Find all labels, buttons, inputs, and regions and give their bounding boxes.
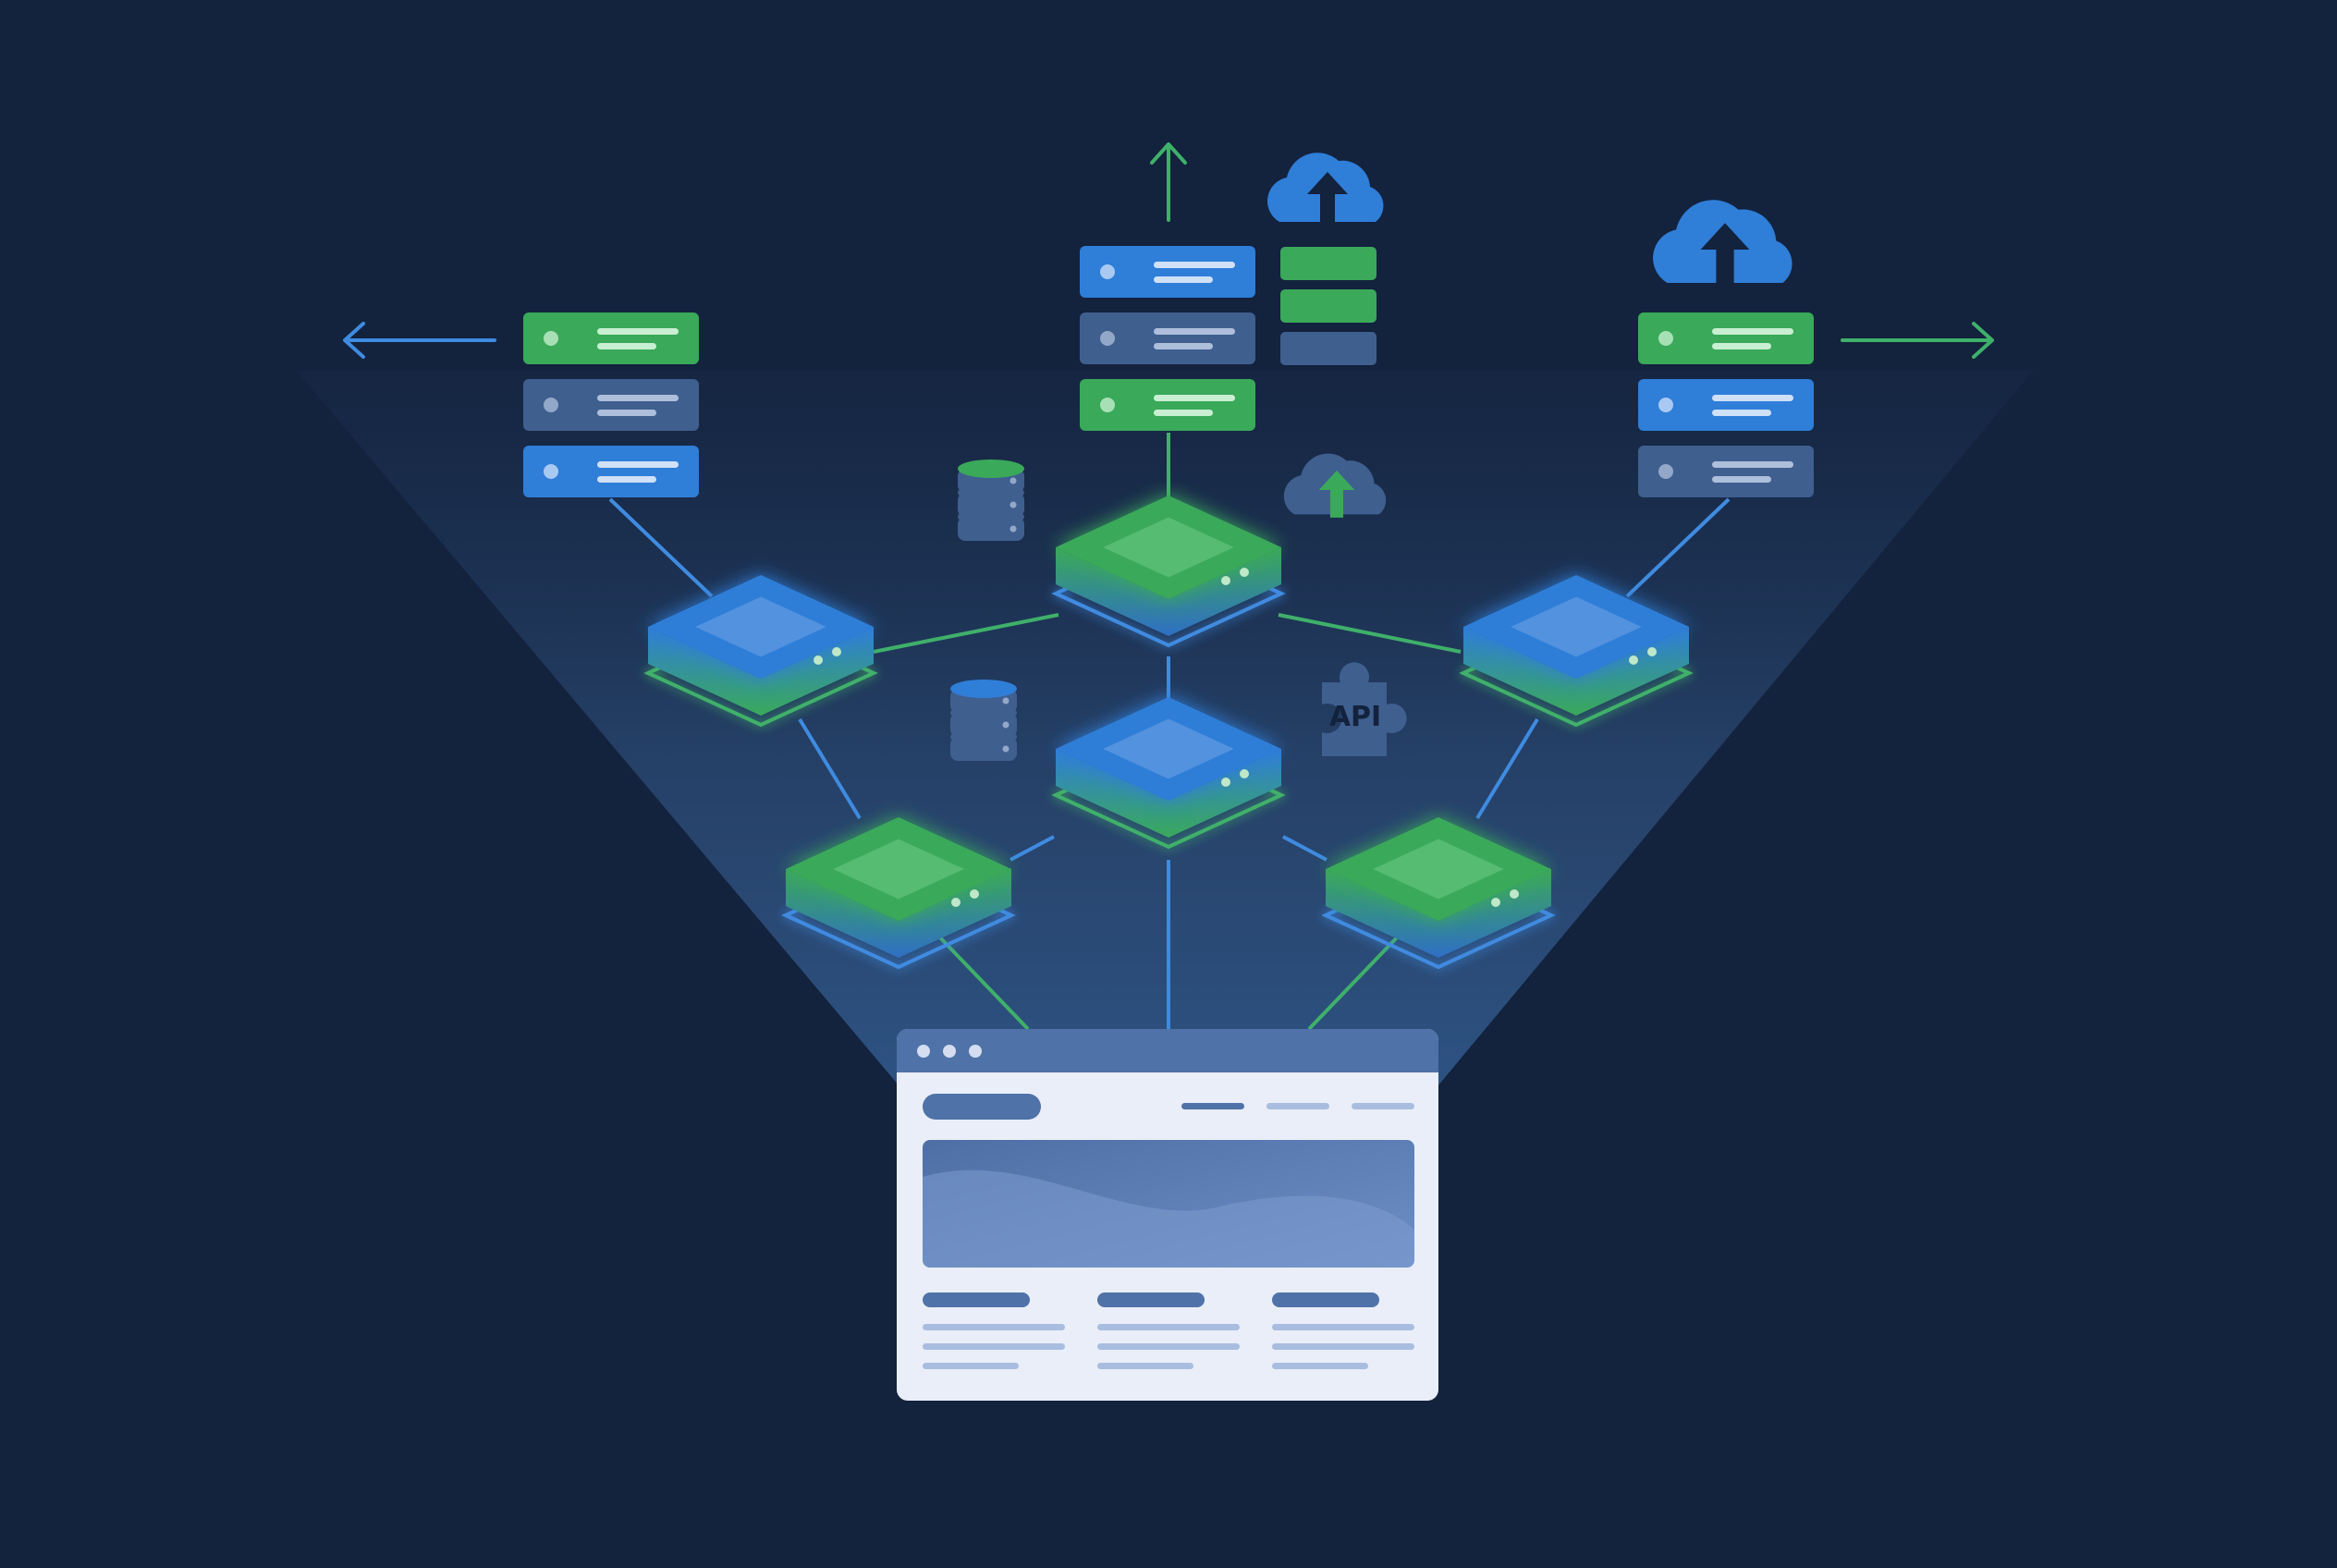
connection-lines bbox=[608, 338, 1731, 1031]
browser-logo-bar bbox=[923, 1094, 1041, 1120]
browser-title-bar bbox=[897, 1029, 1438, 1072]
network-hub-icon bbox=[1459, 575, 1694, 728]
server-unit bbox=[523, 379, 699, 431]
arrow-icon bbox=[1841, 322, 1994, 359]
connector bbox=[608, 497, 714, 598]
network-hub-icon bbox=[643, 575, 878, 728]
connector bbox=[1475, 717, 1539, 820]
server-unit bbox=[1638, 446, 1814, 497]
browser-nav-link bbox=[1266, 1103, 1329, 1109]
network-hub-icon bbox=[1051, 496, 1286, 648]
connector bbox=[935, 932, 1030, 1031]
storage-unit bbox=[1280, 289, 1377, 323]
connector bbox=[1625, 497, 1731, 598]
server-unit bbox=[523, 446, 699, 497]
connector bbox=[1307, 932, 1402, 1031]
browser-nav-link bbox=[1181, 1103, 1244, 1109]
connector bbox=[1278, 613, 1462, 654]
connector bbox=[1009, 835, 1055, 862]
api-label: API bbox=[1329, 701, 1381, 733]
browser-columns bbox=[923, 1292, 1414, 1369]
storage-stack-icon bbox=[1280, 247, 1377, 365]
browser-hero-wave bbox=[923, 1170, 1414, 1268]
server-unit bbox=[1638, 379, 1814, 431]
connector bbox=[873, 613, 1059, 654]
server-unit bbox=[1638, 312, 1814, 364]
storage-unit bbox=[1280, 332, 1377, 365]
api-puzzle-icon: API bbox=[1322, 662, 1407, 756]
database-icon bbox=[950, 680, 1017, 761]
server-stack-icon bbox=[1080, 246, 1255, 431]
database-icons bbox=[950, 459, 1024, 761]
server-unit bbox=[1080, 379, 1255, 431]
database-icon bbox=[958, 459, 1024, 541]
window-dot bbox=[969, 1045, 982, 1058]
window-dot bbox=[943, 1045, 956, 1058]
hub-nodes bbox=[643, 496, 1694, 970]
arrow-icon bbox=[1150, 142, 1187, 222]
server-stacks bbox=[523, 246, 1814, 497]
server-stack-icon bbox=[1638, 312, 1814, 497]
server-stack-icon bbox=[523, 312, 699, 497]
server-unit bbox=[523, 312, 699, 364]
browser-window-icon bbox=[897, 1029, 1438, 1401]
network-hub-icon bbox=[781, 817, 1016, 970]
server-unit bbox=[1080, 312, 1255, 364]
cloud-icons bbox=[1267, 153, 1793, 518]
storage-unit bbox=[1280, 247, 1377, 280]
cloud-upload-icon bbox=[1283, 453, 1387, 518]
cloud-upload-icon bbox=[1653, 200, 1793, 288]
arrow-icon bbox=[343, 322, 496, 359]
connector bbox=[1282, 835, 1328, 862]
network-hub-icon bbox=[1051, 697, 1286, 850]
cloud-upload-icon bbox=[1267, 153, 1384, 226]
storage-stack bbox=[1280, 247, 1377, 365]
connector bbox=[798, 717, 862, 820]
browser-nav-link bbox=[1352, 1103, 1414, 1109]
network-hub-icon bbox=[1321, 817, 1556, 970]
server-unit bbox=[1080, 246, 1255, 298]
window-dot bbox=[917, 1045, 930, 1058]
